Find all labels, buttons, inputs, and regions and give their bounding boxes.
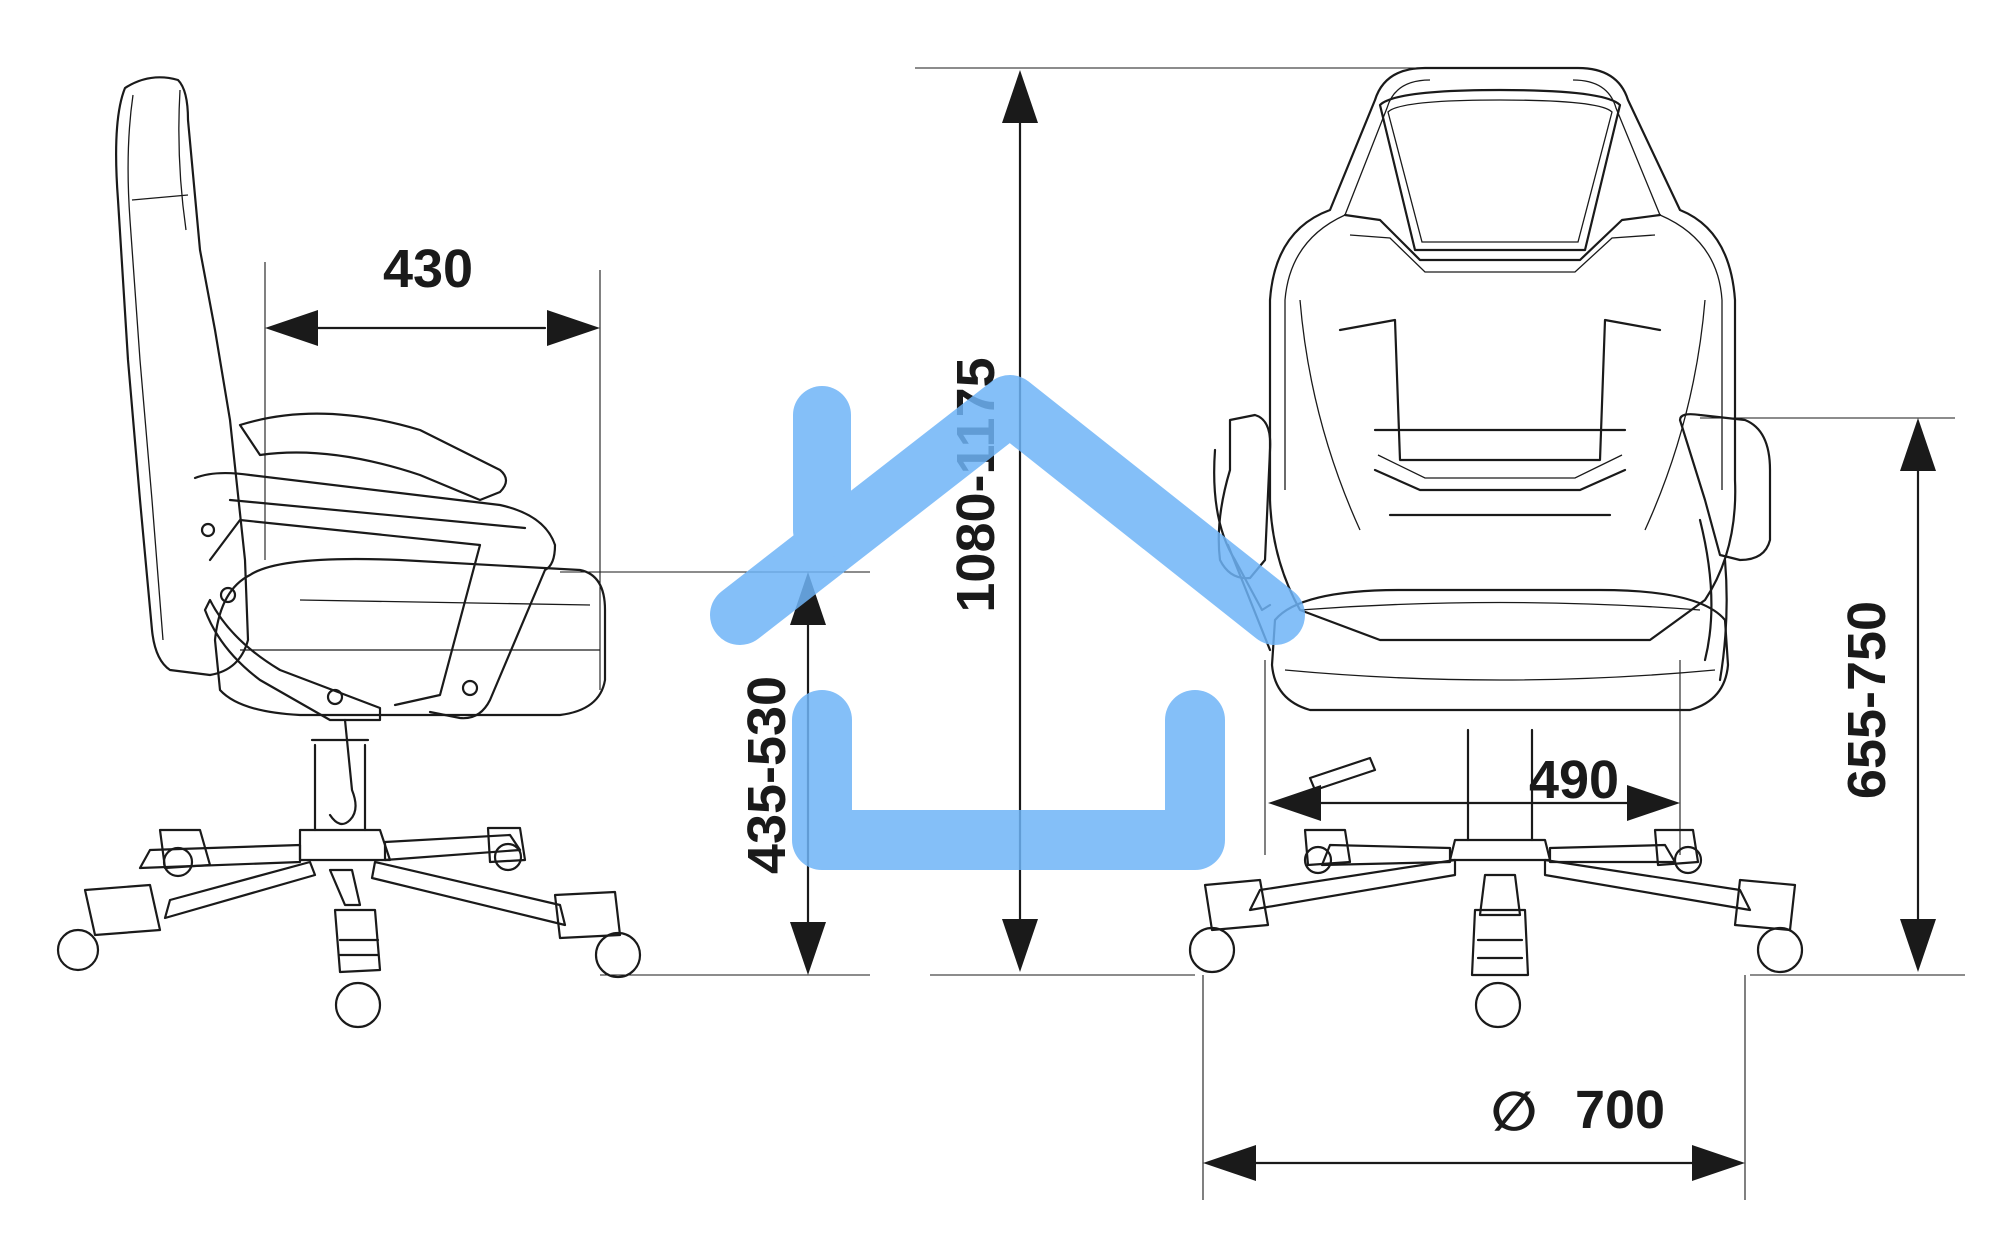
diameter-symbol: ∅ xyxy=(1491,1082,1537,1142)
front-view-chair xyxy=(1188,66,1804,1029)
dimension-seat-depth: 430 xyxy=(264,239,601,690)
seat-width-label: 490 xyxy=(1529,750,1619,810)
dimension-seat-width: 490 xyxy=(1264,660,1681,855)
armrest-height-label: 655-750 xyxy=(1837,601,1897,799)
seat-depth-label: 430 xyxy=(383,239,473,299)
seat-height-label: 435-530 xyxy=(737,676,797,874)
side-casters xyxy=(56,826,642,1029)
dimension-armrest-height: 655-750 xyxy=(1700,417,1965,976)
dimension-base-diameter: ∅ 700 xyxy=(1202,975,1746,1200)
house-icon xyxy=(710,375,1305,870)
base-diameter-label: 700 xyxy=(1575,1080,1665,1140)
side-view-chair xyxy=(56,76,642,1029)
dimension-seat-height: 435-530 xyxy=(560,571,870,976)
